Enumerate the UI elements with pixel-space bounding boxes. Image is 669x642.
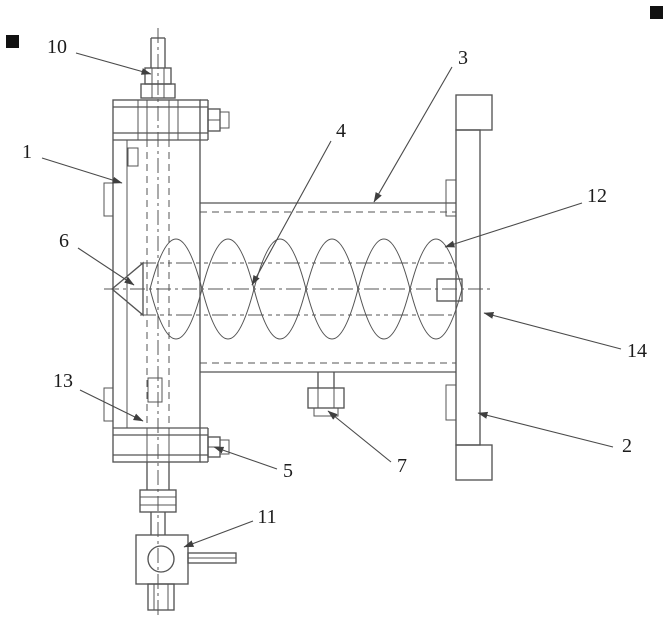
scan-corner-mark-0 <box>6 35 19 48</box>
callout-label-12: 12 <box>587 185 607 207</box>
top-flange-assembly <box>113 99 230 141</box>
leader-line-7 <box>327 410 392 463</box>
callout-label-6: 6 <box>59 230 69 252</box>
leader-line-13 <box>79 389 144 422</box>
valve-body <box>135 534 189 585</box>
corner-marks <box>6 6 663 48</box>
leader-line-10 <box>75 52 152 75</box>
bottom-flange-assembly <box>113 427 230 463</box>
screw-end-journal-part-14 <box>436 278 463 302</box>
valve-port-circle <box>147 545 175 573</box>
leader-line-5 <box>213 446 278 470</box>
bottom-valve-part-11 <box>135 462 237 611</box>
right-flange-part-2 <box>445 94 493 481</box>
callout-label-10: 10 <box>47 36 67 58</box>
screw-tip-cone-part-6 <box>110 261 144 317</box>
callout-label-13: 13 <box>53 370 73 392</box>
pin-detail-13 <box>147 377 163 403</box>
feed-screw-part-4 <box>104 238 492 340</box>
leader-line-4 <box>251 140 332 286</box>
leader-line-2 <box>477 411 614 448</box>
callout-label-14: 14 <box>627 340 647 362</box>
leader-line-6 <box>77 247 135 286</box>
callout-label-1: 1 <box>22 141 32 163</box>
drain-bolt-part-7 <box>307 372 345 417</box>
barrel-tube-part-3 <box>200 202 456 373</box>
screw-flight-back <box>149 238 463 340</box>
callout-label-7: 7 <box>397 455 407 477</box>
top-shaft-part-10 <box>140 37 176 99</box>
scan-corner-mark-1 <box>650 6 663 19</box>
callout-label-11: 11 <box>257 506 276 528</box>
callout-label-4: 4 <box>336 120 346 142</box>
left-frame-housing <box>103 28 201 616</box>
callout-label-2: 2 <box>622 435 632 457</box>
leader-line-1 <box>41 157 123 184</box>
leader-line-11 <box>183 520 254 548</box>
leader-line-3 <box>373 66 453 203</box>
leader-line-12 <box>444 202 583 248</box>
callout-label-3: 3 <box>458 47 468 69</box>
callout-label-5: 5 <box>283 460 293 482</box>
leader-line-14 <box>483 312 622 350</box>
